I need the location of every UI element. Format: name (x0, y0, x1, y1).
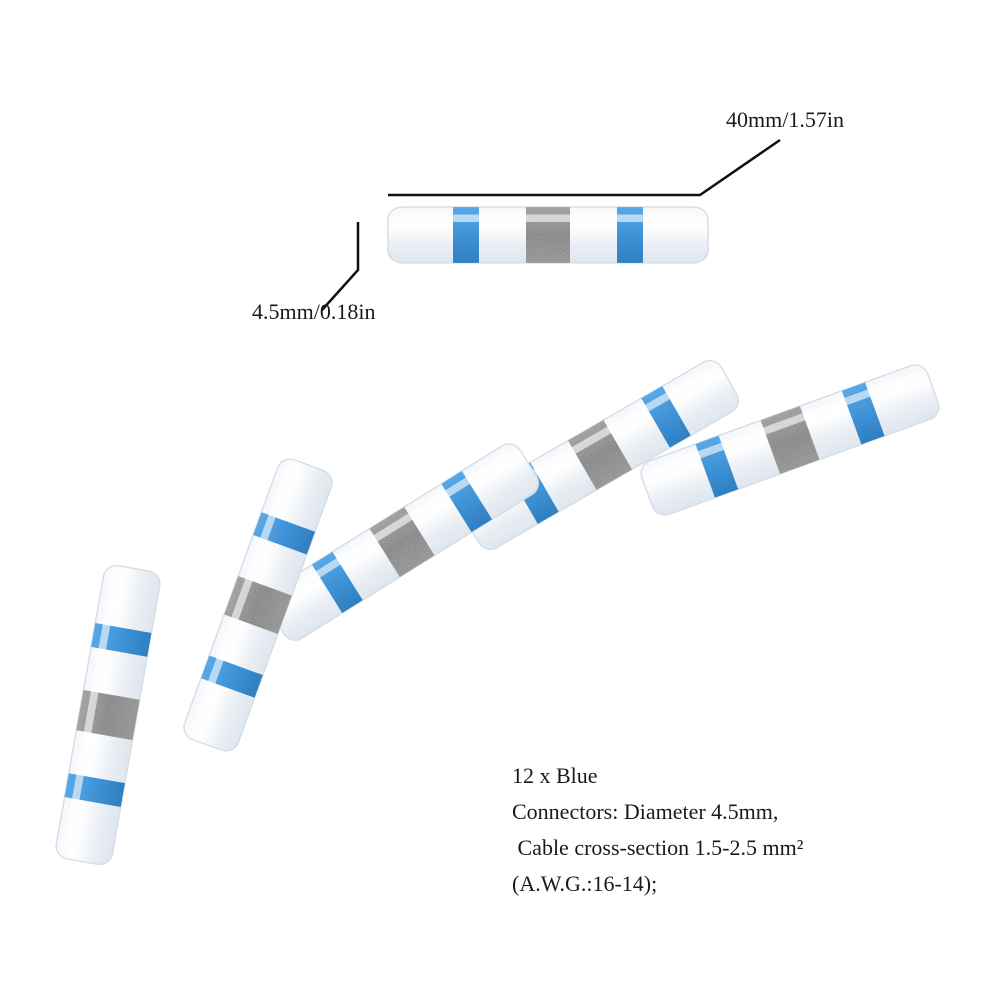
connector-reference (388, 207, 708, 263)
length-dimension-line (388, 138, 781, 197)
connector-5 (54, 564, 162, 867)
spec-line-awg: (A.W.G.:16-14); (512, 871, 658, 896)
spec-line-cross-section: Cable cross-section 1.5-2.5 mm² (512, 835, 804, 860)
spec-line-diameter: Connectors: Diameter 4.5mm, (512, 799, 779, 824)
diameter-label: 4.5mm/0.18in (252, 299, 376, 324)
product-specs: 12 x Blue Connectors: Diameter 4.5mm, Ca… (512, 758, 803, 902)
spec-line-quantity: 12 x Blue (512, 763, 598, 788)
length-label: 40mm/1.57in (726, 107, 844, 132)
diameter-dimension-line (321, 222, 360, 311)
